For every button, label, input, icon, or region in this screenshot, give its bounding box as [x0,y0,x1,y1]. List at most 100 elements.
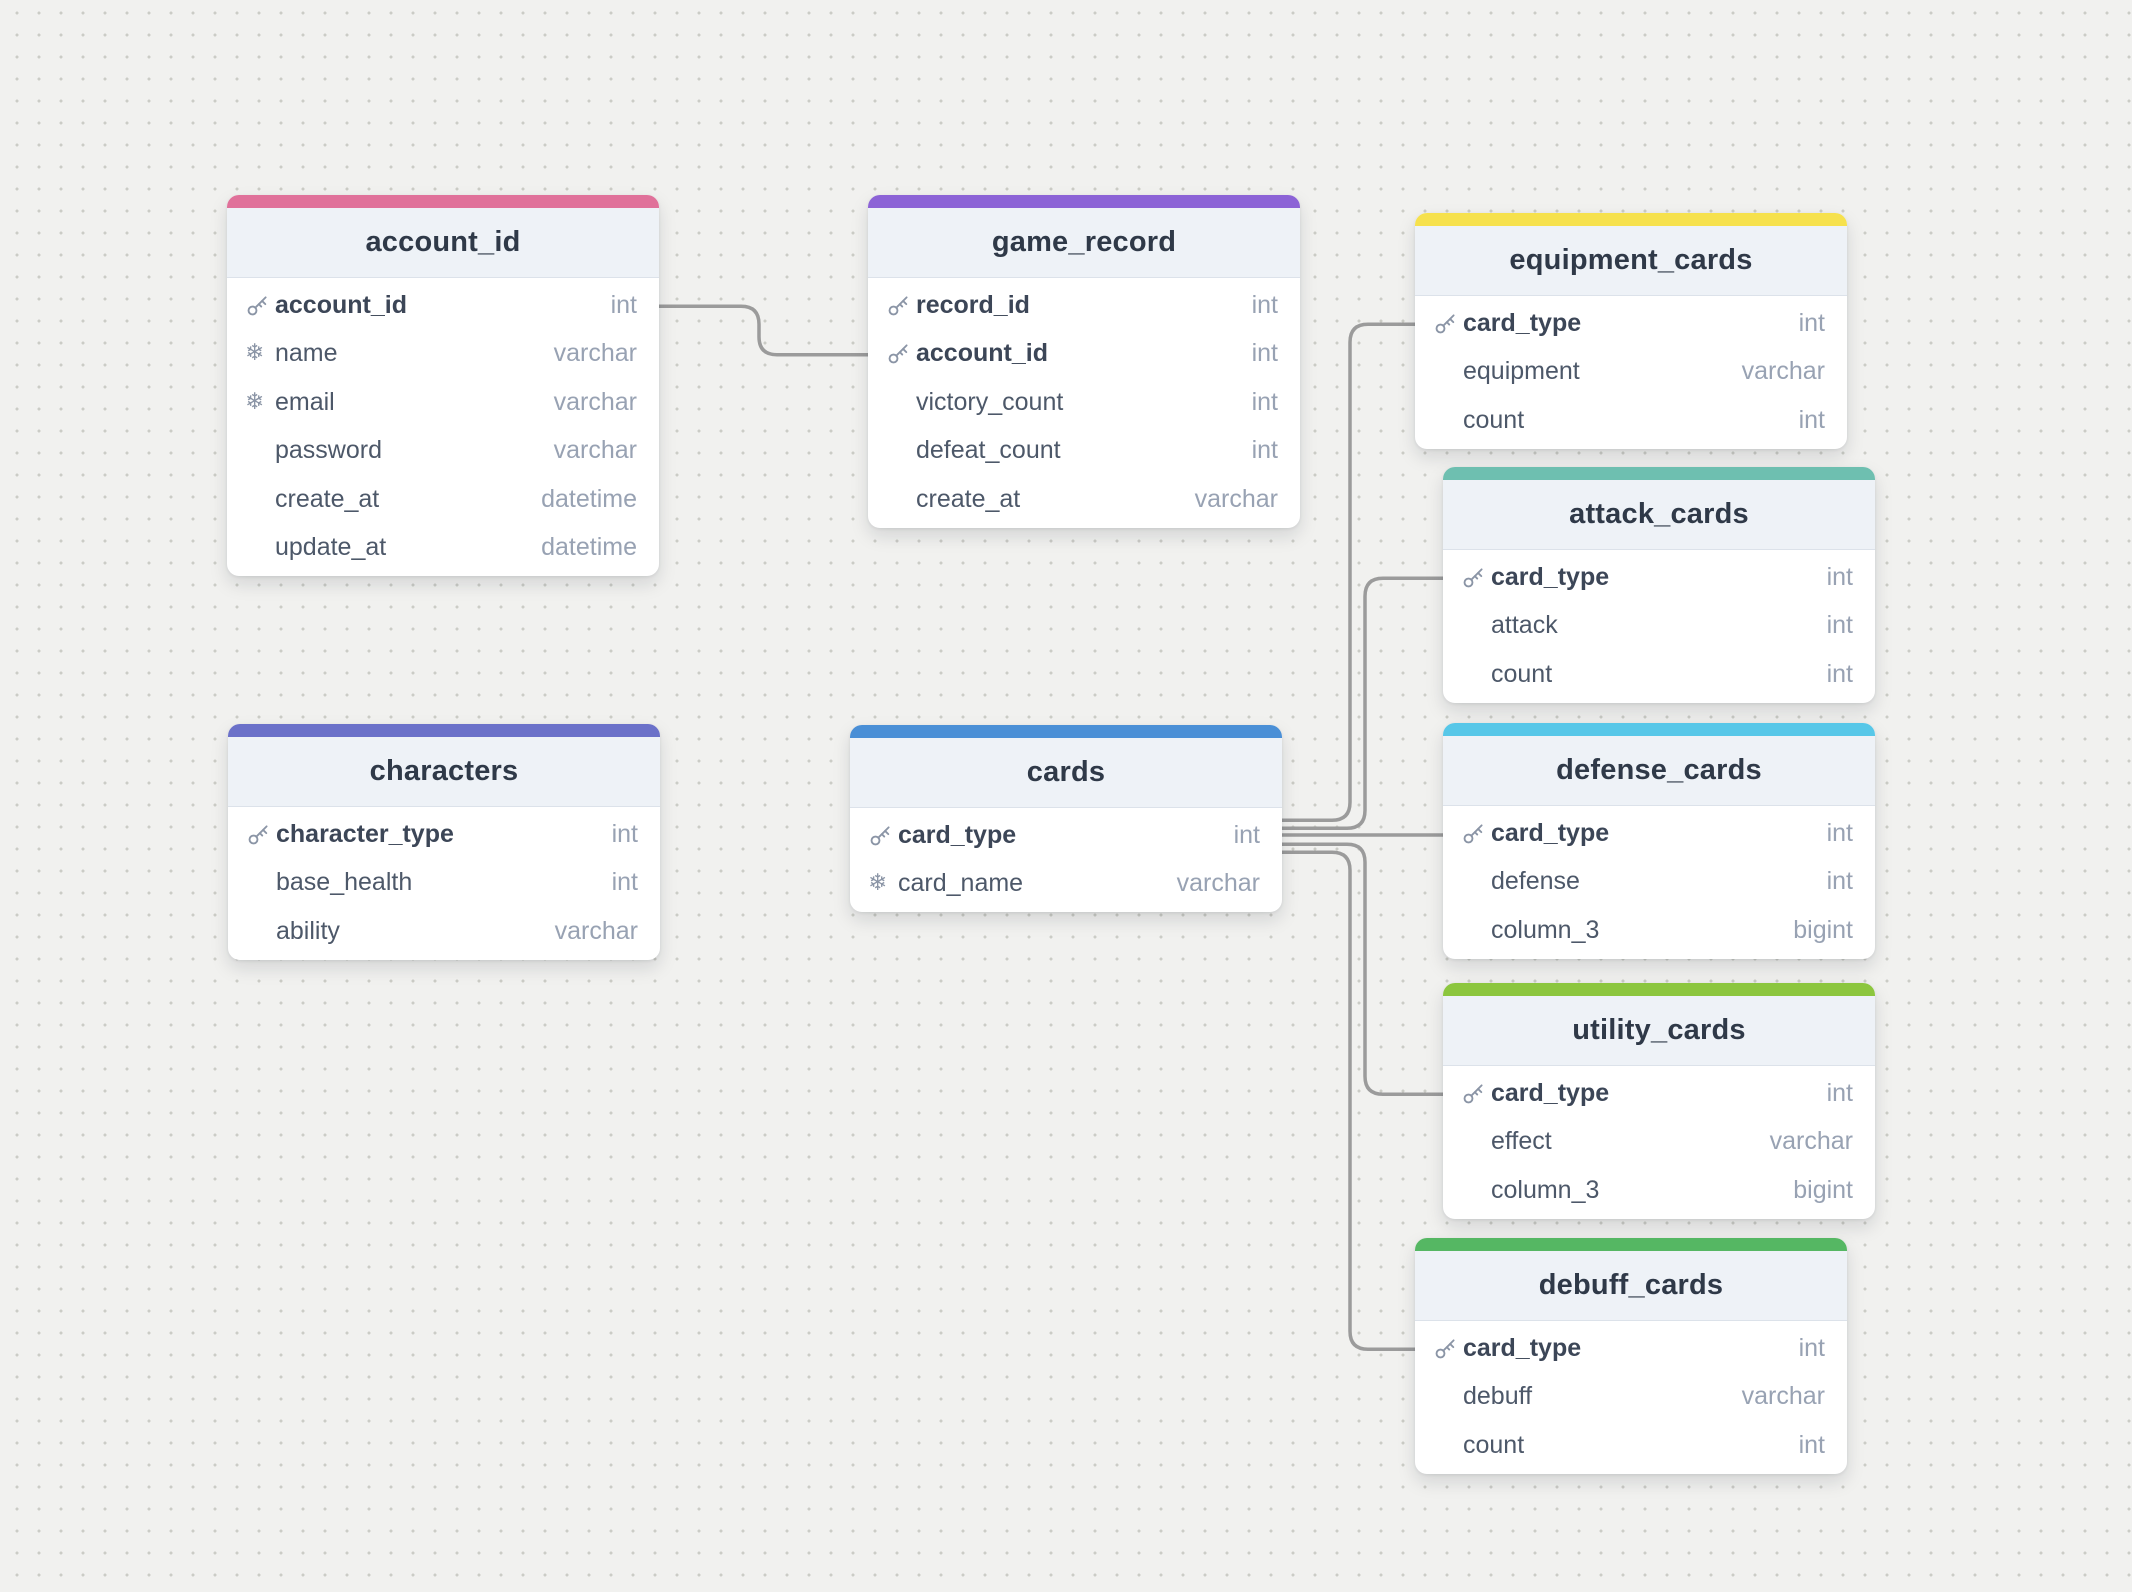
field-name: count [1491,659,1553,688]
field-name: card_type [1463,1333,1582,1362]
field-name: update_at [275,533,387,562]
table-header[interactable]: characters [228,737,660,807]
field-name: card_type [1491,818,1610,847]
table-header[interactable]: attack_cards [1443,480,1875,550]
field-type: int [1826,659,1853,688]
field-type: int [1251,290,1278,319]
table-title: attack_cards [1569,498,1749,530]
field-row-record_id[interactable]: record_id int [868,281,1300,330]
primary-key-icon [868,823,896,848]
table-title: cards [1026,756,1106,788]
table-accent-bar [850,725,1282,738]
field-name: card_type [1491,562,1610,591]
table-title: game_record [991,226,1177,258]
table-title: defense_cards [1556,754,1762,786]
field-type: varchar [553,339,637,368]
field-name: password [275,436,382,465]
field-type: varchar [553,387,637,416]
field-type: int [1233,820,1260,849]
relationship-cards-to-utility_cards[interactable] [1280,842,1445,1096]
field-row-card_type[interactable]: card_type int [1415,1324,1847,1373]
field-type: int [1798,1333,1825,1362]
relationship-cards-to-equipment_cards[interactable] [1280,322,1417,822]
table-title: equipment_cards [1509,244,1753,276]
field-type: varchar [554,916,638,945]
table-header[interactable]: utility_cards [1443,996,1875,1066]
table-header[interactable]: account_id [227,208,659,278]
relationship-cards-to-debuff_cards[interactable] [1280,850,1417,1351]
table-header[interactable]: defense_cards [1443,736,1875,806]
field-name: record_id [916,290,1030,319]
table-accent-bar [227,195,659,208]
table-header[interactable]: equipment_cards [1415,226,1847,296]
field-name: count [1463,1430,1525,1459]
unique-snowflake-icon: ❄ [868,870,888,897]
relationship-account_id-to-game_record[interactable] [657,304,870,357]
field-name: equipment [1463,357,1580,386]
field-name: column_3 [1491,915,1600,944]
field-type: int [610,290,637,319]
field-row-defense[interactable]: defense int [1443,858,1875,907]
table-header[interactable]: game_record [868,208,1300,278]
field-name: defense [1491,867,1580,896]
field-name: create_at [275,484,380,513]
field-type: int [1251,339,1278,368]
field-type: int [611,819,638,848]
table-accent-bar [1415,213,1847,226]
field-type: varchar [1176,869,1260,898]
table-header[interactable]: debuff_cards [1415,1251,1847,1321]
table-accent-bar [1443,983,1875,996]
field-name: count [1463,405,1525,434]
table-header[interactable]: cards [850,738,1282,808]
table-accent-bar [228,724,660,737]
field-name: attack [1491,611,1558,640]
primary-key-icon [1461,821,1489,846]
field-row-count[interactable]: count int [1443,650,1875,699]
field-type: int [1826,867,1853,896]
relationship-cards-to-attack_cards[interactable] [1280,576,1445,830]
field-type: varchar [1194,484,1278,513]
field-name: column_3 [1491,1175,1600,1204]
